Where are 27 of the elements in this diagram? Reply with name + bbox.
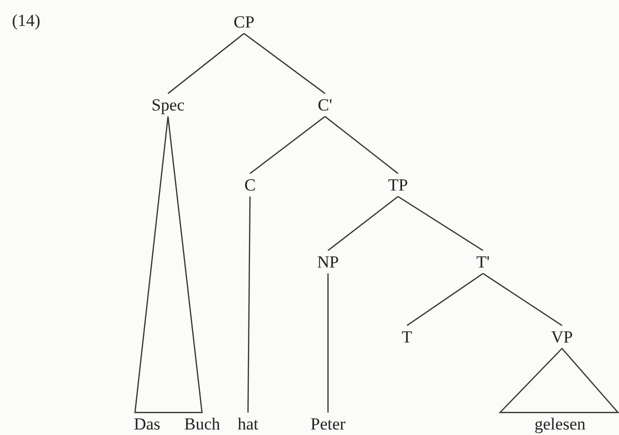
tree-branch	[324, 116, 398, 174]
category-label: Spec	[151, 96, 185, 114]
category-label: CP	[234, 14, 254, 30]
terminal-word: Buch	[184, 416, 220, 432]
category-label: T	[402, 328, 412, 346]
terminal-word: Peter	[310, 416, 346, 432]
category-label: NP	[317, 254, 339, 270]
tree-branch	[482, 273, 562, 326]
tree-branch	[328, 196, 398, 251]
tree-branch	[327, 274, 329, 412]
tree-branch	[247, 196, 251, 412]
tree-branch	[244, 33, 326, 94]
tree-branch	[406, 273, 484, 326]
category-label: C'	[318, 96, 332, 114]
category-label: VP	[551, 328, 573, 346]
tree-branch	[250, 116, 326, 174]
tree-branch	[398, 196, 484, 251]
tree-branch	[168, 33, 244, 94]
terminal-word: gelesen	[534, 416, 586, 432]
terminal-word: Das	[134, 416, 160, 432]
category-label: C	[244, 176, 256, 194]
example-number: (14)	[12, 12, 40, 29]
category-label: TP	[388, 176, 408, 194]
triangle-roof	[134, 116, 203, 414]
triangle-roof	[498, 348, 619, 414]
terminal-word: hat	[238, 416, 258, 432]
category-label: T'	[476, 254, 490, 270]
